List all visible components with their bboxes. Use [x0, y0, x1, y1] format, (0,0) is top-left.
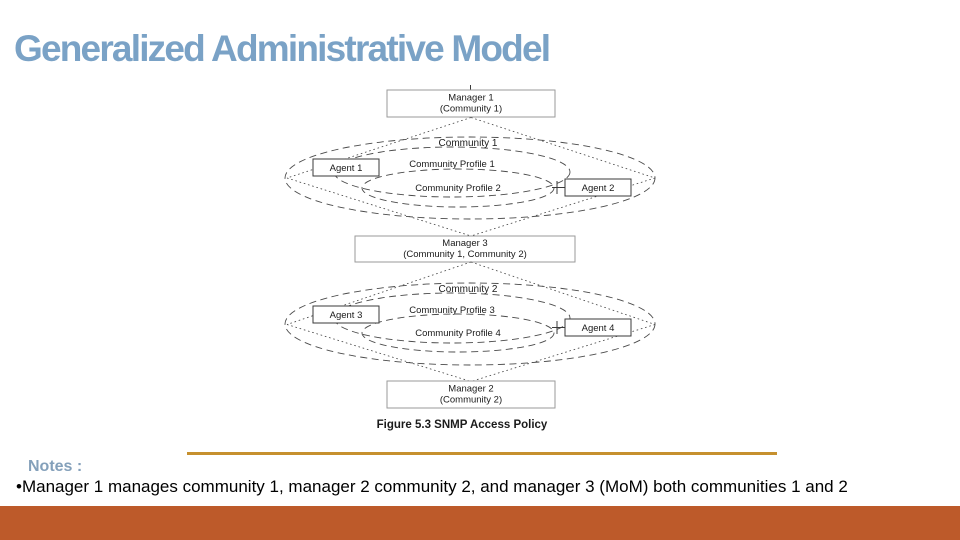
- community1-diamond-edge: [470, 117, 656, 179]
- community-profile3-ellipse: [333, 292, 571, 344]
- page-title: Generalized Administrative Model: [14, 28, 551, 69]
- manager3-name: Manager 3: [442, 238, 487, 249]
- community2-label: Community 2: [439, 284, 498, 295]
- community-profile1-ellipse: [333, 146, 571, 198]
- notes-label: Notes :: [28, 458, 83, 475]
- community2-diamond-edge: [286, 261, 472, 325]
- community2-ellipse: [284, 282, 656, 366]
- agent3-label: Agent 3: [330, 310, 363, 321]
- community1-label: Community 1: [439, 138, 498, 149]
- manager1-box: [386, 89, 556, 118]
- community-profile3-label: Community Profile 3: [409, 305, 495, 316]
- manager1-name: Manager 1: [448, 93, 493, 104]
- agent2-box: [564, 178, 632, 197]
- community-profile2-label: Community Profile 2: [415, 183, 501, 194]
- community-profile4-label: Community Profile 4: [415, 328, 501, 339]
- notes-bullet-text: •Manager 1 manages community 1, manager …: [16, 477, 848, 496]
- manager3-communities: (Community 1, Community 2): [403, 249, 527, 260]
- footer-band: [0, 506, 960, 540]
- agent1-box: [312, 158, 380, 177]
- agent1-label: Agent 1: [330, 163, 363, 174]
- community2-diamond-edge: [286, 324, 472, 382]
- agent3-box: [312, 305, 380, 324]
- snmp-access-policy-diagram: Community 1 Community Profile 1 Communit…: [260, 85, 680, 435]
- manager2-community: (Community 2): [440, 395, 502, 406]
- agent2-label: Agent 2: [582, 183, 615, 194]
- community1-diamond-edge: [286, 177, 472, 237]
- community-profile1-label: Community Profile 1: [409, 159, 495, 170]
- agent4-label: Agent 4: [582, 323, 615, 334]
- figure-caption: Figure 5.3 SNMP Access Policy: [377, 419, 548, 431]
- community2-diamond-edge: [470, 261, 656, 325]
- community-profile4-ellipse: [361, 313, 555, 353]
- manager3-box: [354, 235, 576, 263]
- diagram-canvas: Community 1 Community Profile 1 Communit…: [284, 85, 656, 431]
- manager2-name: Manager 2: [448, 384, 493, 395]
- agent4-box: [564, 318, 632, 337]
- notes-divider-line: [187, 452, 777, 455]
- manager1-community: (Community 1): [440, 104, 502, 115]
- manager2-box: [386, 380, 556, 409]
- community1-diamond-edge: [286, 117, 472, 179]
- community1-ellipse: [284, 136, 656, 220]
